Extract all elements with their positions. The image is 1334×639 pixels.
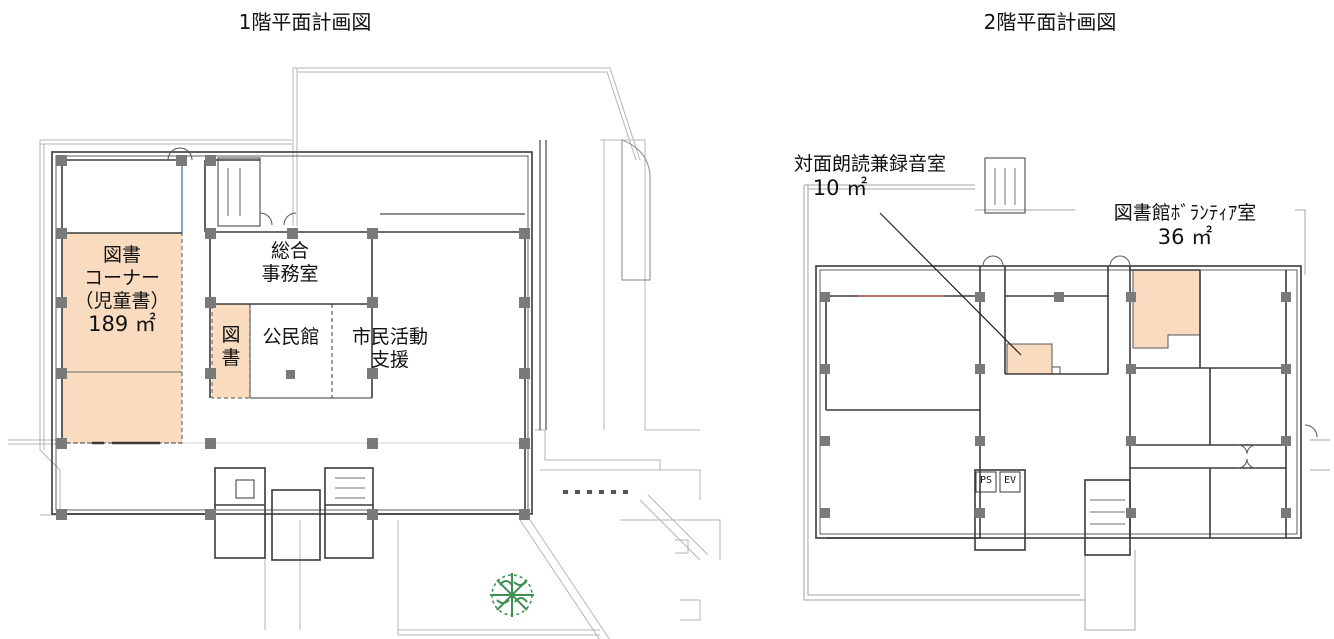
library-corner-line1: 図書 xyxy=(102,244,141,266)
general-office-label: 総合 事務室 xyxy=(230,240,350,286)
recording-room-area-value: 10 ㎡ xyxy=(812,175,868,200)
library-small-line1: 図 xyxy=(221,324,241,346)
civic-support-label: 市民活動 支援 xyxy=(335,326,445,372)
library-small-line2: 書 xyxy=(221,346,241,369)
floor1-parking-marks xyxy=(563,490,628,494)
floor1-site-outline xyxy=(8,67,721,639)
community-hall-label: 公民館 xyxy=(262,326,320,348)
library-corner-area-value: 189 ㎡ xyxy=(88,312,156,337)
recording-room-leader-line xyxy=(879,212,1022,356)
floor1-plan xyxy=(8,67,721,639)
floor1-curved-bay xyxy=(621,139,651,281)
recording-room-line1: 対面朗読兼録音室 xyxy=(793,153,946,175)
library-small-label: 図 書 xyxy=(213,324,249,370)
floor1-title: 1階平面計画図 xyxy=(238,10,372,34)
general-office-line1: 総合 xyxy=(270,240,309,262)
volunteer-room-line1: 図書館ﾎﾞﾗﾝﾃｨｱ室 xyxy=(1075,202,1295,225)
library-corner-line3: （児童書） xyxy=(74,289,170,312)
floor2-site-outline xyxy=(803,184,1330,631)
library-corner-label: 図書 コーナー （児童書） 189 ㎡ xyxy=(62,244,182,338)
general-office-line2: 事務室 xyxy=(261,262,319,285)
ev-label: EV xyxy=(1003,475,1017,486)
library-corner-line2: コーナー xyxy=(83,266,160,289)
tree-icon xyxy=(490,573,534,617)
civic-support-line2: 支援 xyxy=(370,348,409,371)
library-small-area xyxy=(211,303,251,399)
floor2-columns xyxy=(820,292,1291,518)
recording-room-label: 対面朗読兼録音室 10 ㎡ xyxy=(770,153,970,201)
floor1-columns xyxy=(56,155,530,520)
floor2-walls xyxy=(815,157,1302,556)
volunteer-room-area xyxy=(1132,269,1201,349)
floor1-wall-extras xyxy=(380,140,547,430)
ps-label: PS xyxy=(979,475,993,486)
floor2-title: 2階平面計画図 xyxy=(983,10,1117,34)
volunteer-room-area-value: 36 ㎡ xyxy=(1157,224,1213,249)
civic-support-line1: 市民活動 xyxy=(351,326,428,348)
floor1-doors xyxy=(167,147,297,226)
library-corner-area xyxy=(61,232,183,444)
floor2-doors xyxy=(982,255,1318,469)
floor2-plan xyxy=(803,157,1330,631)
volunteer-room-label: 図書館ﾎﾞﾗﾝﾃｨｱ室 36 ㎡ xyxy=(1075,202,1295,250)
